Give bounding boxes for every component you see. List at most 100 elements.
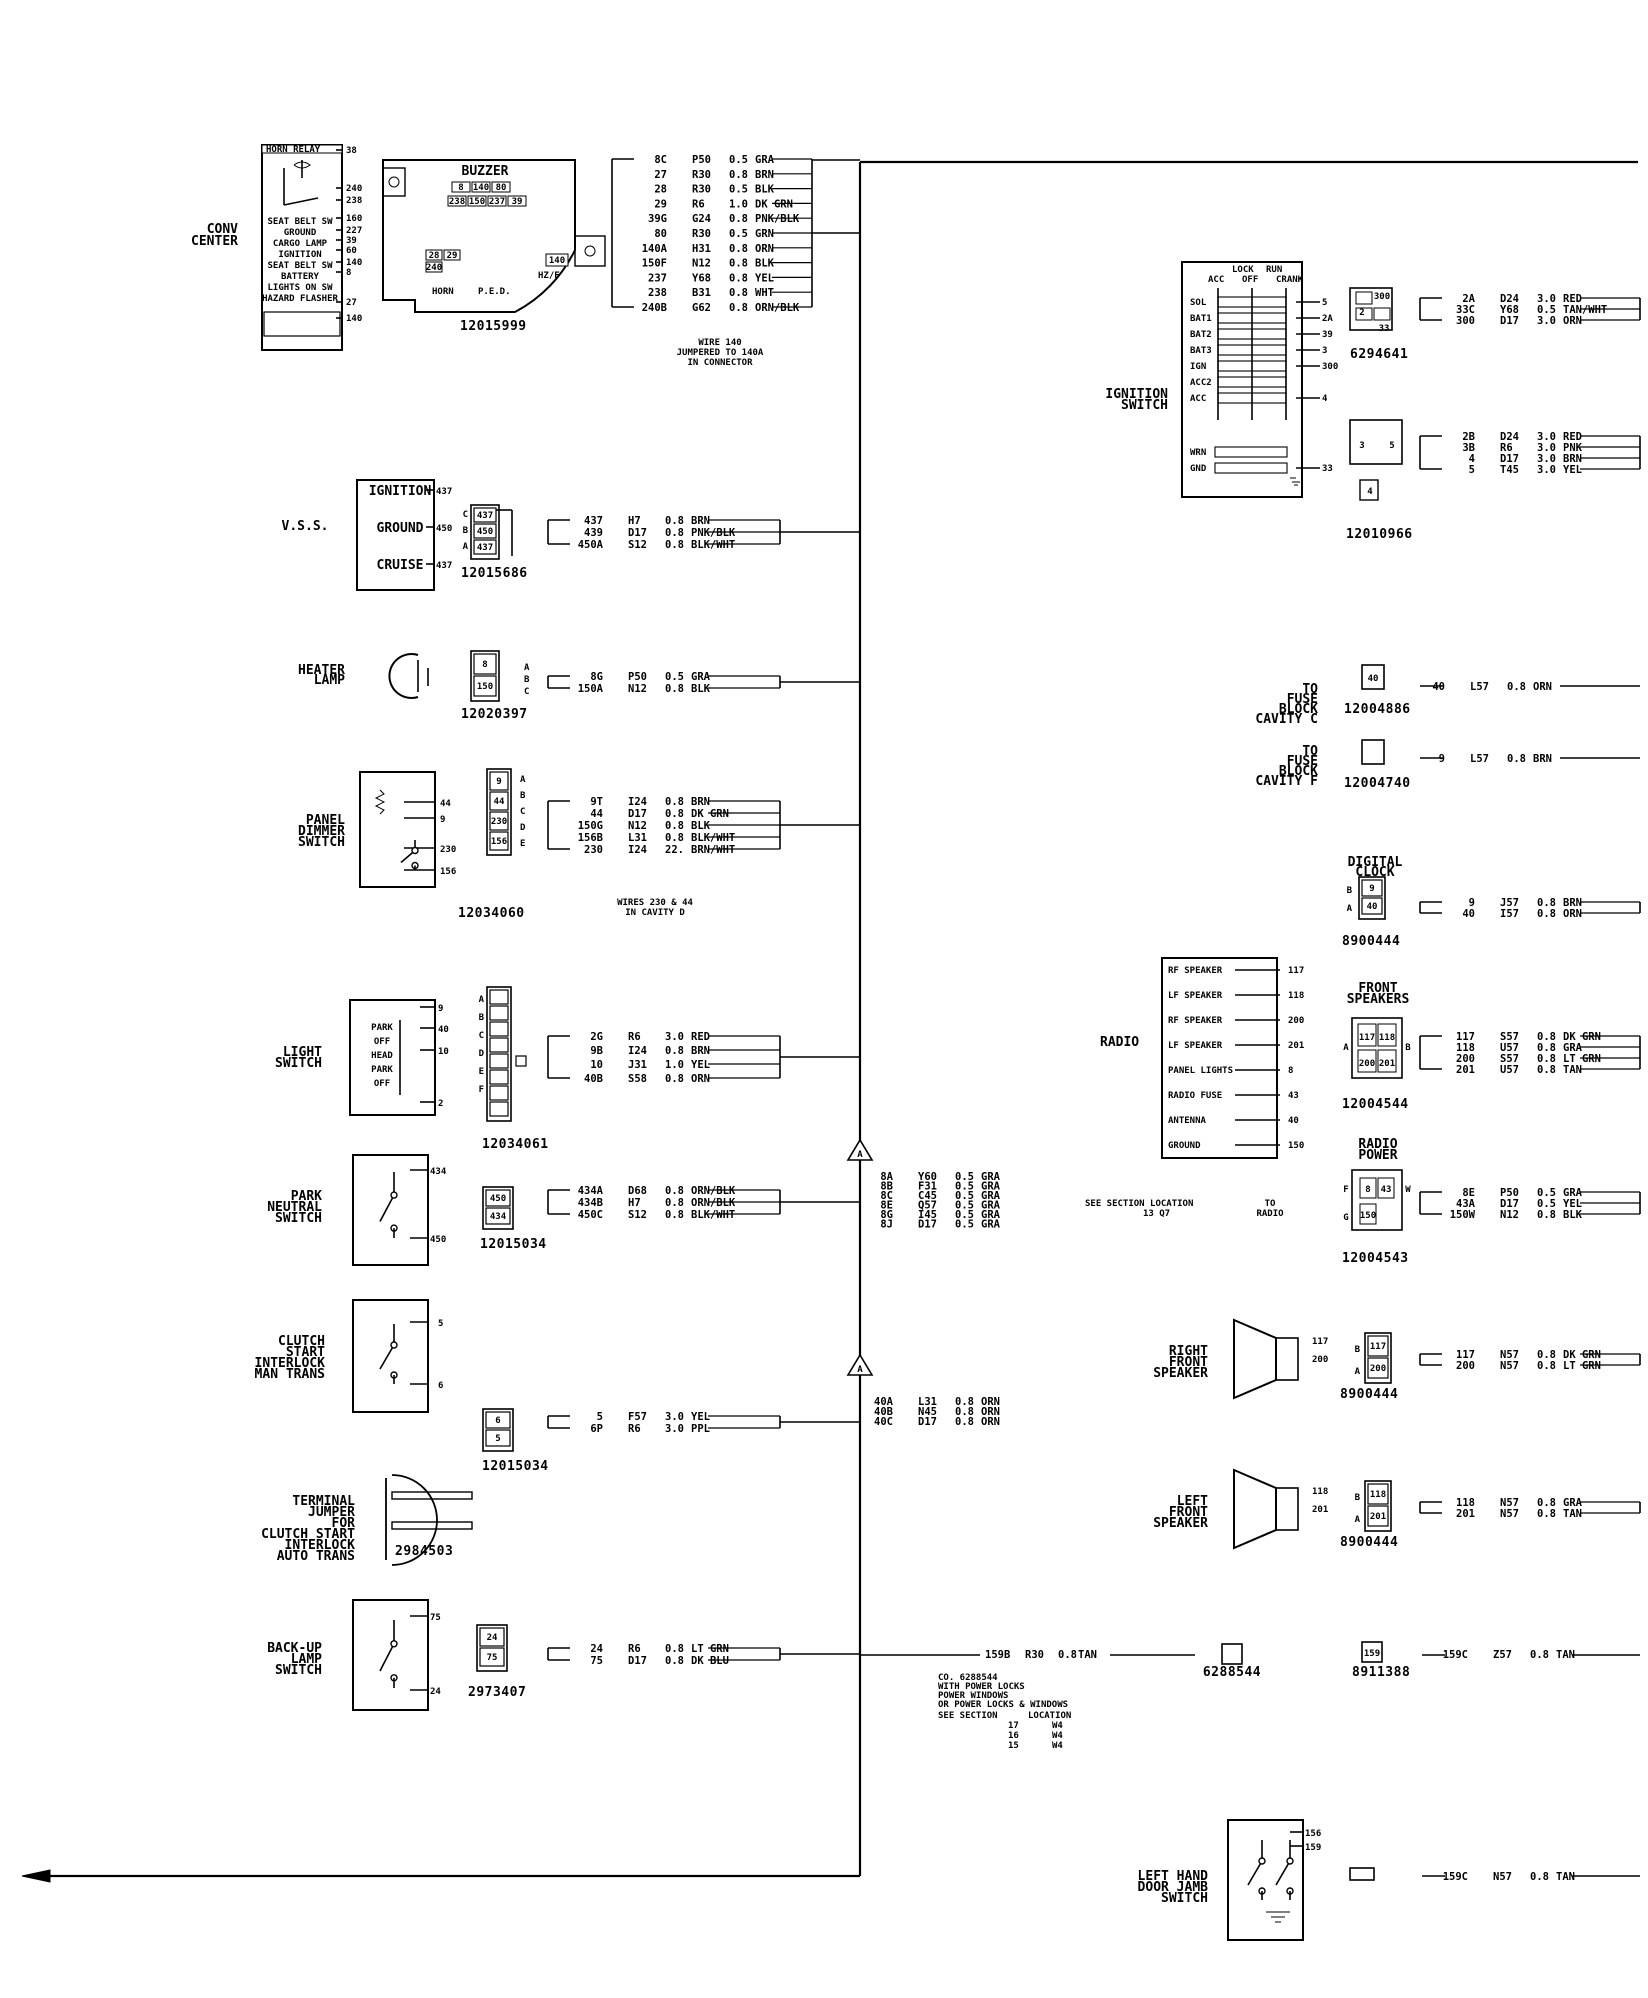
ignition-bar	[1217, 376, 1287, 388]
buzzer-cavity-label: 238	[449, 197, 465, 207]
panel-dimmer-letter: A	[520, 775, 526, 785]
conv-center-row: LIGHTS ON SW	[267, 283, 333, 293]
panel-dimmer-letter: B	[520, 791, 526, 801]
buzzer-mount-tab	[382, 167, 406, 197]
conv-center-pin: 27	[346, 298, 357, 308]
ignition-connector-1-wire-color: TAN/WHT	[1563, 304, 1607, 316]
right-speaker-connector-cavity	[1367, 1335, 1389, 1357]
fuse-block-c-wire-color: ORN	[1533, 681, 1552, 693]
clutch-wire-circuit: 6P	[590, 1423, 603, 1435]
fuse-block-c-label: BLOCK	[1279, 702, 1318, 717]
clutch-label: CLUTCH	[278, 1334, 325, 1349]
relay-blade	[283, 197, 319, 206]
front-speakers-wire-color: TAN	[1563, 1064, 1582, 1076]
conv-center-row: SEAT BELT SW	[267, 217, 333, 227]
buzzer-mount-tab	[574, 235, 606, 267]
clutch-part-number: 12015034	[482, 1459, 549, 1474]
power-lock-note: POWER WINDOWS	[938, 1691, 1008, 1701]
splice-b-wire-color: ORN	[981, 1416, 1000, 1428]
power-lock-gauge: 0.8	[1058, 1649, 1077, 1661]
splice-b-wire-circuit: 40C	[874, 1416, 893, 1428]
buzzer-wire-location: Y68	[692, 272, 711, 284]
panel-dimmer-wire-circuit: 230	[584, 844, 603, 856]
left-speaker-pin: 118	[1312, 1487, 1328, 1497]
light-switch-wire-location: S58	[628, 1073, 647, 1085]
buzzer-wire-circuit: 29	[654, 198, 667, 210]
ignition-row: SOL	[1190, 298, 1207, 308]
ignition-bar	[1214, 462, 1288, 474]
conv-center-row: IGNITION	[278, 250, 321, 260]
left-speaker-connector-cavity-label: 118	[1370, 1490, 1386, 1500]
ignition-row: ACC	[1190, 394, 1206, 404]
vss-connector-cavity-label: 437	[477, 511, 493, 521]
ignition-connector-1-label: 2	[1359, 308, 1364, 318]
ignition-connector-2-wire-color: PNK	[1563, 442, 1583, 454]
radio-power-wire-color: BLK	[1563, 1209, 1583, 1221]
splice-a-wire-color: GRA	[981, 1209, 1001, 1221]
heater-lamp-part-number: 12020397	[461, 707, 528, 722]
splice-a-wire-circuit: 8C	[880, 1190, 893, 1202]
ignition-header: ACC	[1208, 275, 1224, 285]
clutch-wire-color: YEL	[691, 1411, 710, 1423]
power-lock-note: WITH POWER LOCKS	[938, 1682, 1025, 1692]
buzzer-wire-location: B31	[692, 287, 711, 299]
park-neutral-connector	[482, 1186, 514, 1230]
ignition-connector-1-label: 33	[1379, 324, 1390, 334]
clutch-connector-cavity	[485, 1429, 511, 1447]
radio-pin-name: GROUND	[1168, 1141, 1201, 1151]
digital-clock-letter: A	[1347, 904, 1353, 914]
digital-clock-connector-cavity	[1361, 897, 1383, 915]
splice-b-wire-gauge: 0.8	[955, 1396, 974, 1408]
jumper-label: FOR	[332, 1516, 356, 1531]
panel-dimmer-connector-cavity-label: 230	[491, 817, 507, 827]
ignition-row: BAT2	[1190, 330, 1212, 340]
light-switch-wire-location: I24	[628, 1045, 647, 1057]
left-speaker-pin: 201	[1312, 1505, 1328, 1515]
front-speakers-wire-circuit: 118	[1456, 1042, 1475, 1054]
radio-power-cavity-label: 8	[1365, 1185, 1370, 1195]
buzzer-cavity-label: 150	[469, 197, 485, 207]
backup-part-number: 2973407	[468, 1685, 526, 1700]
backup-label: LAMP	[291, 1652, 322, 1667]
heater-lamp-label: LAMP	[314, 673, 345, 688]
ignition-connector-1-cavity	[1355, 291, 1373, 305]
see-section-radio: SEE SECTION LOCATION	[1085, 1199, 1193, 1209]
conv-center-row: SEAT BELT SW	[267, 261, 333, 271]
radio-power-cavity-label: 43	[1381, 1185, 1392, 1195]
fuse-block-c-label: FUSE	[1287, 692, 1318, 707]
digital-clock-part-number: 8900444	[1342, 934, 1400, 949]
front-speakers-label: FRONT	[1358, 981, 1397, 996]
right-speaker-wire-color: LT GRN	[1563, 1360, 1601, 1372]
light-switch-letter: F	[479, 1085, 484, 1095]
backup-wire-gauge: 0.8	[665, 1655, 684, 1667]
radio-pin-name: RF SPEAKER	[1168, 966, 1223, 976]
ignition-row: BAT1	[1190, 314, 1212, 324]
buzzer-cavity	[507, 195, 527, 207]
splice-b-wire-circuit: 40B	[874, 1406, 893, 1418]
heater-lamp-connector-cavity-label: 150	[477, 682, 493, 692]
panel-dimmer-wire-circuit: 156B	[578, 832, 603, 844]
right-speaker-wire-circuit: 117	[1456, 1349, 1475, 1361]
ignition-connector-1-wire-circuit: 33C	[1456, 304, 1475, 316]
buzzer-cavity	[491, 181, 511, 193]
clutch-connector-cavity	[485, 1411, 511, 1429]
vss-wire-gauge: 0.8	[665, 539, 684, 551]
heater-lamp-wire-circuit: 150A	[578, 683, 604, 695]
light-switch-letter: A	[479, 995, 485, 1005]
panel-dimmer-connector-cavity	[489, 771, 509, 791]
radio-pin: 118	[1288, 991, 1304, 1001]
left-speaker-wire-location: N57	[1500, 1497, 1519, 1509]
light-switch-wire-gauge: 3.0	[665, 1031, 684, 1043]
digital-clock-wire-location: J57	[1500, 897, 1519, 909]
light-switch-wire-gauge: 0.8	[665, 1073, 684, 1085]
right-speaker-connector-cavity-label: 200	[1370, 1364, 1386, 1374]
clutch-connector-cavity-label: 6	[495, 1416, 500, 1426]
conv-center-label: CENTER	[191, 234, 238, 249]
right-speaker-wire-gauge: 0.8	[1537, 1360, 1556, 1372]
vss-row: IGNITION	[369, 484, 432, 499]
radio-power-wire-location: D17	[1500, 1198, 1519, 1210]
buzzer-wire-location: R30	[692, 169, 711, 181]
panel-dimmer-wire-location: L31	[628, 832, 647, 844]
power-lock-note: OR POWER LOCKS & WINDOWS	[938, 1700, 1068, 1710]
light-switch-position: HEAD	[371, 1051, 393, 1061]
